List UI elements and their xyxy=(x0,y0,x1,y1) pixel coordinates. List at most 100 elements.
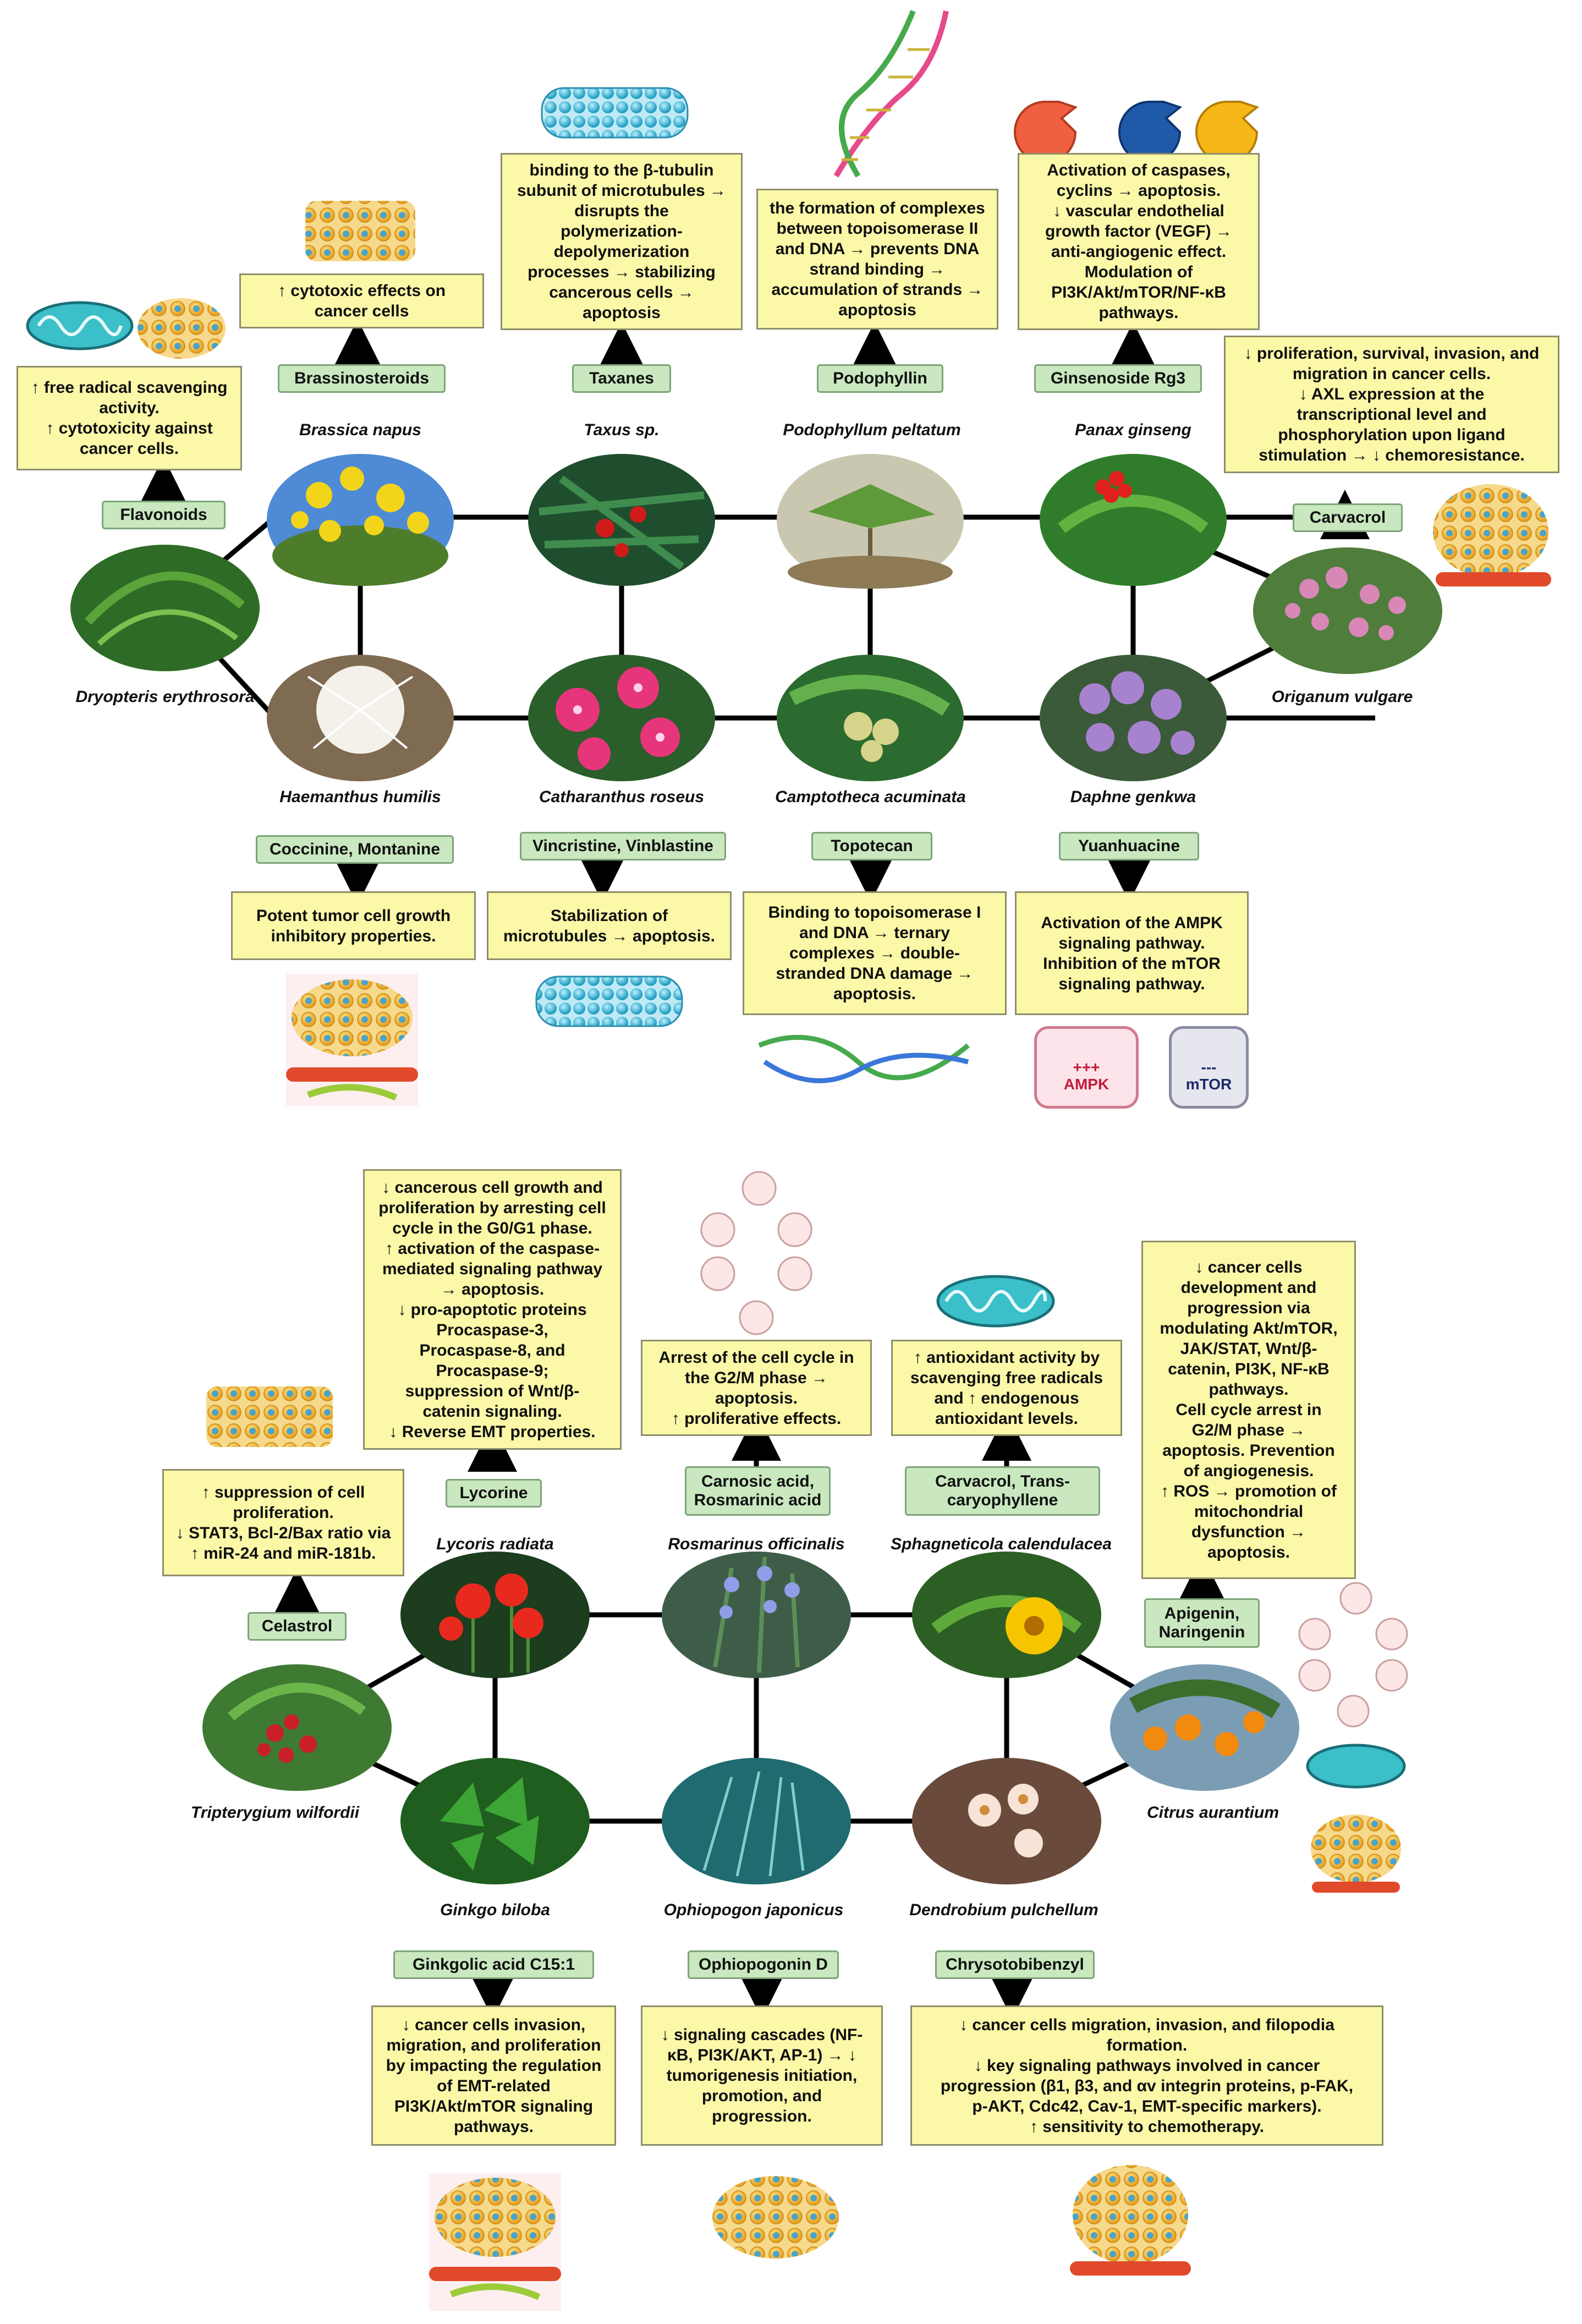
decorative-icons xyxy=(26,10,1551,2311)
compound-name: Flavonoids xyxy=(120,506,207,524)
plant-name-dryopteris: Dryopteris erythrosora xyxy=(75,688,255,706)
tumor-tissue-icon-2 xyxy=(206,1386,333,1447)
effect-text: Potent tumor cell growth inhibitory prop… xyxy=(256,906,451,945)
plant-name-lycoris: Lycoris radiata xyxy=(436,1535,554,1553)
compound-apigenin: Apigenin, Naringenin xyxy=(1144,1598,1260,1648)
effect-box-taxanes: binding to the β-tubulin subunit of micr… xyxy=(501,153,743,330)
plant-name-daphne: Daphne genkwa xyxy=(1070,788,1196,806)
compound-name: Ginkgolic acid C15:1 xyxy=(412,1955,575,1974)
tumor-invasion-icon-4 xyxy=(429,2173,561,2311)
plant-name-panax: Panax ginseng xyxy=(1075,421,1191,439)
plant-name-citrus: Citrus aurantium xyxy=(1146,1804,1279,1822)
compound-name: Taxanes xyxy=(589,369,654,387)
compound-name: Apigenin, Naringenin xyxy=(1158,1604,1245,1641)
compound-chrysotobibenzyl: Chrysotobibenzyl xyxy=(935,1950,1095,1979)
effect-box-coccinine: Potent tumor cell growth inhibitory prop… xyxy=(231,891,476,960)
panax-photo xyxy=(1040,454,1227,586)
compound-name: Vincristine, Vinblastine xyxy=(532,837,713,855)
plant-name-catharanthus: Catharanthus roseus xyxy=(539,788,705,806)
effect-text: ↑ suppression of cell proliferation. ↓ S… xyxy=(175,1483,391,1563)
compound-name: Topotecan xyxy=(831,837,913,855)
compound-taxanes: Taxanes xyxy=(572,364,671,393)
plant-name-camptotheca: Camptotheca acuminata xyxy=(775,788,966,806)
effect-text: ↓ cancer cells migration, invasion, and … xyxy=(940,2015,1354,2136)
effect-text: ↓ cancerous cell growth and proliferatio… xyxy=(378,1178,606,1441)
podophyllum-photo xyxy=(777,454,964,589)
top-plant-photos xyxy=(70,454,1442,781)
compound-podophyllin: Podophyllin xyxy=(817,364,943,393)
effect-box-ginkgolic: ↓ cancer cells invasion, migration, and … xyxy=(371,2005,616,2146)
citrus-photo xyxy=(1110,1664,1299,1791)
ginkgo-photo xyxy=(400,1758,590,1884)
compound-vincristine: Vincristine, Vinblastine xyxy=(520,832,726,860)
compound-ginsenoside: Ginsenoside Rg3 xyxy=(1034,364,1202,393)
plant-name-ginkgo: Ginkgo biloba xyxy=(440,1901,550,1919)
plant-name-podophyllum: Podophyllum peltatum xyxy=(783,421,961,439)
effect-text: Arrest of the cell cycle in the G2/M pha… xyxy=(658,1348,854,1428)
compound-name: Coccinine, Montanine xyxy=(269,840,441,858)
effect-box-topotecan: Binding to topoisomerase I and DNA → ter… xyxy=(743,891,1007,1015)
tumor-cluster-icon-5 xyxy=(712,2176,839,2259)
compound-name: Lycorine xyxy=(459,1484,528,1502)
effect-box-carnosic: Arrest of the cell cycle in the G2/M pha… xyxy=(641,1340,872,1436)
cell-cycle-icon-2 xyxy=(1298,1582,1408,1728)
compound-name: Carnosic acid, Rosmarinic acid xyxy=(694,1472,822,1509)
effect-text: ↑ cytotoxic effects on cancer cells xyxy=(277,282,446,320)
effect-text: Activation of the AMPK signaling pathway… xyxy=(1041,913,1223,993)
brassica-photo xyxy=(267,454,454,586)
effect-text: binding to the β-tubulin subunit of micr… xyxy=(517,161,726,322)
ampk-label: AMPK xyxy=(1063,1076,1109,1093)
compound-name: Ginsenoside Rg3 xyxy=(1050,369,1186,387)
daphne-photo xyxy=(1040,655,1227,781)
effect-text: ↓ cancer cells invasion, migration, and … xyxy=(386,2015,602,2136)
effect-box-chrysotobibenzyl: ↓ cancer cells migration, invasion, and … xyxy=(910,2005,1383,2146)
rosmarinus-photo xyxy=(662,1552,851,1678)
compound-carvacrol: Carvacrol xyxy=(1293,503,1403,532)
sphagneticola-photo xyxy=(912,1552,1101,1678)
mitochondrion-icon xyxy=(26,301,134,350)
compound-yuanhuacine: Yuanhuacine xyxy=(1059,832,1199,860)
tumor-invasion-icon-right xyxy=(1433,484,1551,587)
effect-box-carvacrol2: ↑ antioxidant activity by scavenging fre… xyxy=(891,1340,1122,1436)
camptotheca-photo xyxy=(777,655,964,781)
effect-box-yuanhuacine: Activation of the AMPK signaling pathway… xyxy=(1015,891,1249,1015)
effect-box-vincristine: Stabilization of microtubules → apoptosi… xyxy=(487,891,732,960)
tumor-invasion-icon-6 xyxy=(1070,2165,1191,2276)
effect-text: ↓ proliferation, survival, invasion, and… xyxy=(1244,344,1540,464)
plant-name-origanum: Origanum vulgare xyxy=(1271,688,1413,706)
effect-box-podophyllin: the formation of complexes between topoi… xyxy=(756,189,998,330)
mtor-marker: --- xyxy=(1169,1026,1249,1109)
tumor-invasion-icon xyxy=(286,974,418,1106)
compound-name: Yuanhuacine xyxy=(1078,837,1180,855)
cell-cycle-icon xyxy=(700,1171,812,1335)
tumor-tissue-icon xyxy=(305,201,415,261)
compound-name: Ophiopogonin D xyxy=(699,1955,828,1974)
plant-name-haemanthus: Haemanthus humilis xyxy=(279,788,441,806)
dna-icon xyxy=(833,10,949,178)
lycoris-photo xyxy=(400,1552,590,1678)
tripterygium-photo xyxy=(202,1664,392,1791)
compound-name: Celastrol xyxy=(261,1617,333,1635)
plant-name-dendrobium: Dendrobium pulchellum xyxy=(909,1901,1098,1919)
compound-topotecan: Topotecan xyxy=(811,832,932,860)
effect-text: Activation of caspases, cyclins → apopto… xyxy=(1045,161,1232,322)
mtor-label: mTOR xyxy=(1185,1076,1232,1093)
taxus-photo xyxy=(528,454,715,586)
compound-lycorine: Lycorine xyxy=(446,1479,542,1508)
compound-carnosic: Carnosic acid, Rosmarinic acid xyxy=(685,1466,831,1516)
compound-celastrol: Celastrol xyxy=(248,1612,347,1641)
compound-brassinosteroids: Brassinosteroids xyxy=(278,364,446,393)
mitochondrion-icon-3 xyxy=(1306,1744,1406,1789)
compound-ophiopogonin: Ophiopogonin D xyxy=(688,1950,839,1979)
compound-flavonoids: Flavonoids xyxy=(102,501,226,529)
catharanthus-photo xyxy=(528,655,715,781)
compound-coccinine: Coccinine, Montanine xyxy=(256,835,454,864)
effect-text: Stabilization of microtubules → apoptosi… xyxy=(503,906,716,945)
ophiopogon-photo xyxy=(662,1758,851,1884)
compound-name: Carvacrol xyxy=(1309,508,1386,527)
dna-damage-icon xyxy=(758,1035,970,1083)
plant-name-rosmarinus: Rosmarinus officinalis xyxy=(668,1535,845,1553)
plant-name-ophiopogon: Ophiopogon japonicus xyxy=(663,1901,844,1919)
